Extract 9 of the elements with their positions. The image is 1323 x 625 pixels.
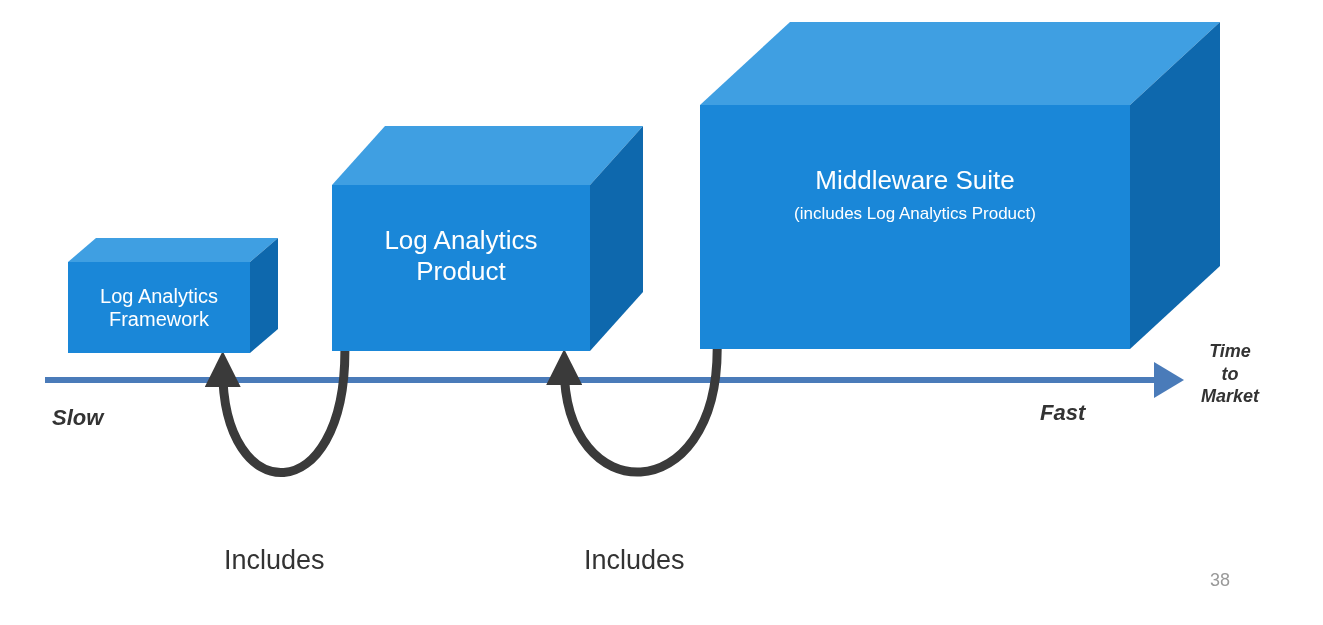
box-title: Log Analytics Framework: [99, 284, 219, 331]
axis-title: Time to Market: [1200, 340, 1260, 408]
box-subtitle: (includes Log Analytics Product): [794, 204, 1036, 224]
axis-label: Fast: [1040, 400, 1086, 426]
box-title: Middleware Suite: [815, 165, 1015, 196]
curved-arrow: [206, 350, 350, 477]
box-title: Log Analytics Product: [383, 225, 539, 287]
page-number: 38: [1210, 570, 1231, 591]
axis-label: Slow: [52, 405, 104, 431]
